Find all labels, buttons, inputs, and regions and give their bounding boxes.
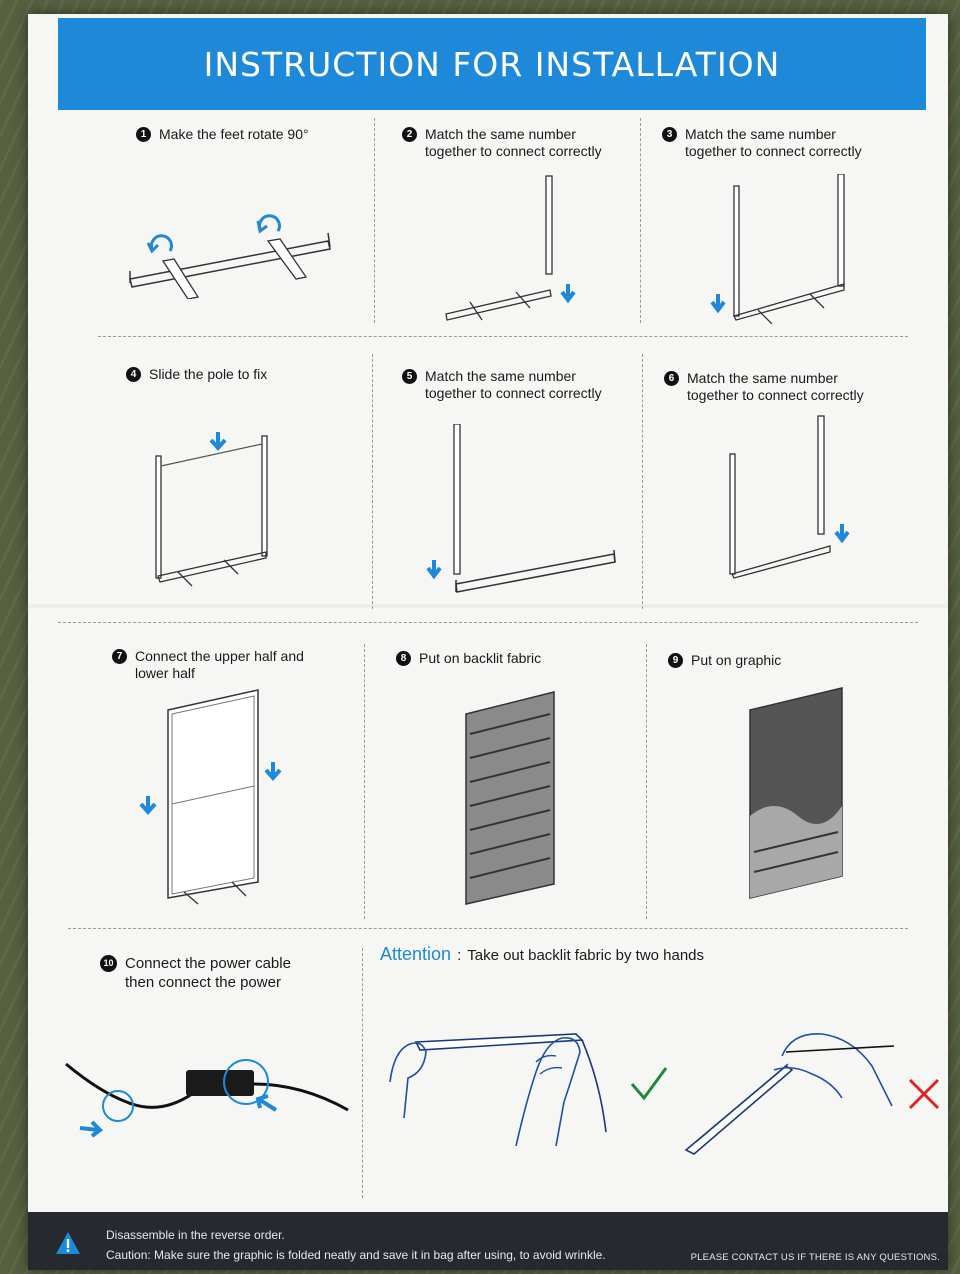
step-number: 5 — [402, 369, 417, 384]
step-5: 5 Match the same number together to conn… — [402, 368, 602, 402]
step-number: 10 — [100, 955, 117, 972]
pole-connect-illustration — [729, 415, 850, 579]
attention-colon: : — [457, 947, 462, 964]
graphic-illustration — [749, 687, 843, 899]
checkmark-icon — [630, 1067, 668, 1101]
step-1: 1 Make the feet rotate 90° — [136, 126, 309, 143]
step-7: 7 Connect the upper half and lower half — [112, 648, 304, 682]
step-text: Put on backlit fabric — [419, 650, 542, 666]
column-divider — [646, 644, 647, 919]
step-text: Make the feet rotate 90° — [159, 126, 309, 142]
step-number: 2 — [402, 127, 417, 142]
backlit-fabric-illustration — [465, 691, 555, 905]
wrong-hands-illustration — [684, 1033, 895, 1155]
step-number: 1 — [136, 127, 151, 142]
fold-line — [28, 604, 948, 608]
step-number: 4 — [126, 367, 141, 382]
step-6: 6 Match the same number together to conn… — [664, 370, 864, 404]
column-divider — [374, 118, 375, 323]
step-10: 10 Connect the power cable then connect … — [100, 954, 291, 992]
instruction-sheet: INSTRUCTION FOR INSTALLATION 1 Make the … — [28, 14, 948, 1270]
column-divider — [372, 354, 373, 609]
footer-disassemble: Disassemble in the reverse order. — [106, 1228, 285, 1242]
step-3: 3 Match the same number together to conn… — [662, 126, 862, 160]
pole-connect-illustration — [426, 424, 616, 593]
step-text: Connect the upper half and lower half — [135, 648, 304, 681]
step-number: 9 — [668, 653, 683, 668]
page-title: INSTRUCTION FOR INSTALLATION — [203, 44, 781, 84]
column-divider — [642, 354, 643, 609]
step-4: 4 Slide the pole to fix — [126, 366, 267, 383]
footer-caution: Caution: Make sure the graphic is folded… — [106, 1248, 606, 1262]
step-number: 7 — [112, 649, 127, 664]
power-adapter — [186, 1070, 254, 1096]
step-number: 8 — [396, 651, 411, 666]
step-number: 3 — [662, 127, 677, 142]
step-8: 8 Put on backlit fabric — [396, 650, 541, 667]
cross-icon — [908, 1078, 940, 1110]
step-9: 9 Put on graphic — [668, 652, 781, 669]
power-cable-illustration — [65, 1059, 349, 1138]
footer-bar: Disassemble in the reverse order. Cautio… — [28, 1212, 948, 1270]
step-text: Connect the power cable then connect the… — [125, 955, 291, 991]
slide-pole-illustration — [155, 432, 268, 587]
step-text: Match the same number together to connec… — [425, 368, 602, 401]
step-text: Slide the pole to fix — [149, 366, 268, 382]
pole-connect-illustration — [710, 174, 845, 324]
step-text: Match the same number together to connec… — [687, 370, 864, 403]
step-2: 2 Match the same number together to conn… — [402, 126, 602, 160]
column-divider — [640, 118, 641, 323]
correct-hands-illustration — [389, 1033, 607, 1147]
title-banner: INSTRUCTION FOR INSTALLATION — [58, 18, 926, 110]
pole-connect-illustration — [445, 175, 576, 321]
column-divider — [364, 644, 365, 919]
row-divider — [68, 928, 908, 929]
frame-connect-illustration — [139, 689, 282, 905]
step-number: 6 — [664, 371, 679, 386]
attention-note: Attention : Take out backlit fabric by t… — [380, 944, 704, 965]
step-text: Match the same number together to connec… — [425, 126, 602, 159]
row-divider — [98, 336, 908, 337]
footer-contact: PLEASE CONTACT US IF THERE IS ANY QUESTI… — [690, 1252, 940, 1263]
step-text: Put on graphic — [691, 652, 782, 668]
row-divider — [58, 622, 918, 623]
attention-label: Attention — [380, 944, 452, 964]
column-divider — [362, 948, 363, 1198]
step-text: Match the same number together to connec… — [685, 126, 862, 159]
attention-text: Take out backlit fabric by two hands — [467, 947, 705, 964]
warning-triangle-icon — [56, 1232, 80, 1254]
feet-rotate-illustration — [129, 214, 331, 299]
